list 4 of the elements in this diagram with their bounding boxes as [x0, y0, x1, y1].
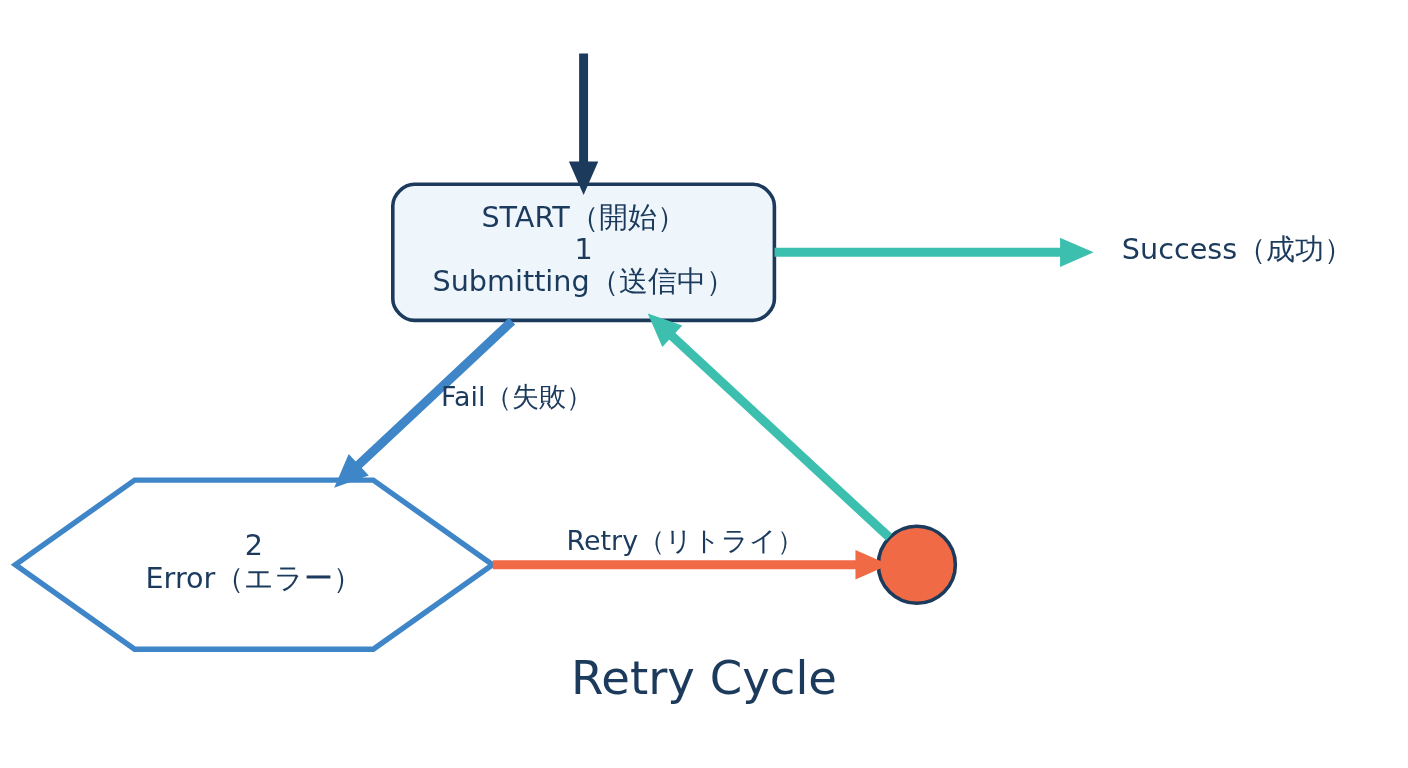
edge-label: Retry（リトライ） [566, 525, 805, 557]
edge-label: Fail（失敗） [441, 381, 594, 413]
diagram-title: Retry Cycle [570, 650, 837, 705]
node-text: Success（成功） [1121, 232, 1354, 267]
